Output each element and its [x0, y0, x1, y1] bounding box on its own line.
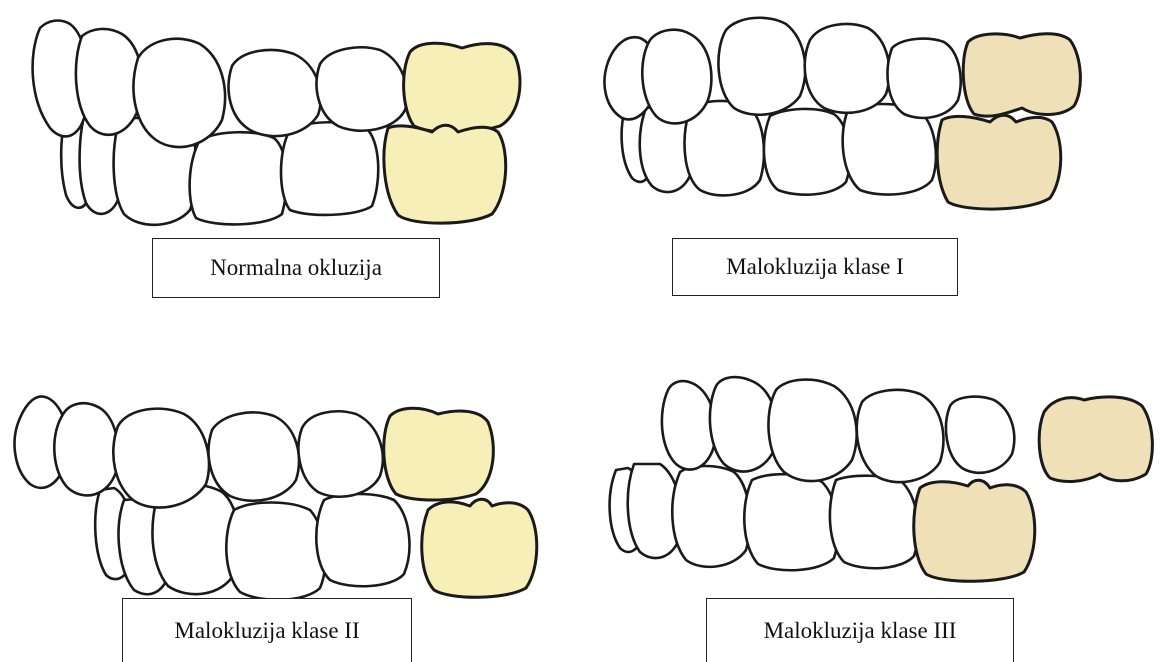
lower-first-molar [384, 125, 506, 223]
panel-normal-occlusion: Normalna okluzija [0, 0, 560, 300]
upper-first-molar [404, 43, 520, 132]
upper-first-molar [1039, 397, 1152, 482]
lower-teeth [610, 464, 918, 570]
label-malocclusion-class-1-text: Malokluzija klase I [726, 254, 904, 280]
upper-first-molar [963, 34, 1080, 116]
panel-malocclusion-class-1: Malokluzija klase I [580, 0, 1150, 300]
label-normal-occlusion-text: Normalna okluzija [210, 255, 382, 281]
label-normal-occlusion: Normalna okluzija [152, 238, 440, 298]
lower-first-molar [422, 499, 537, 597]
upper-teeth [604, 18, 960, 124]
label-malocclusion-class-3-text: Malokluzija klase III [764, 618, 957, 644]
lower-first-molar [937, 115, 1061, 209]
label-malocclusion-class-3: Malokluzija klase III [706, 598, 1014, 662]
panel-malocclusion-class-2: Malokluzija klase II [0, 360, 560, 660]
label-malocclusion-class-1: Malokluzija klase I [672, 238, 958, 296]
label-malocclusion-class-2: Malokluzija klase II [122, 598, 412, 662]
label-malocclusion-class-2-text: Malokluzija klase II [174, 618, 359, 644]
upper-first-molar [384, 408, 494, 500]
panel-malocclusion-class-3: Malokluzija klase III [580, 360, 1150, 660]
upper-teeth [15, 396, 383, 507]
lower-first-molar [914, 480, 1035, 581]
